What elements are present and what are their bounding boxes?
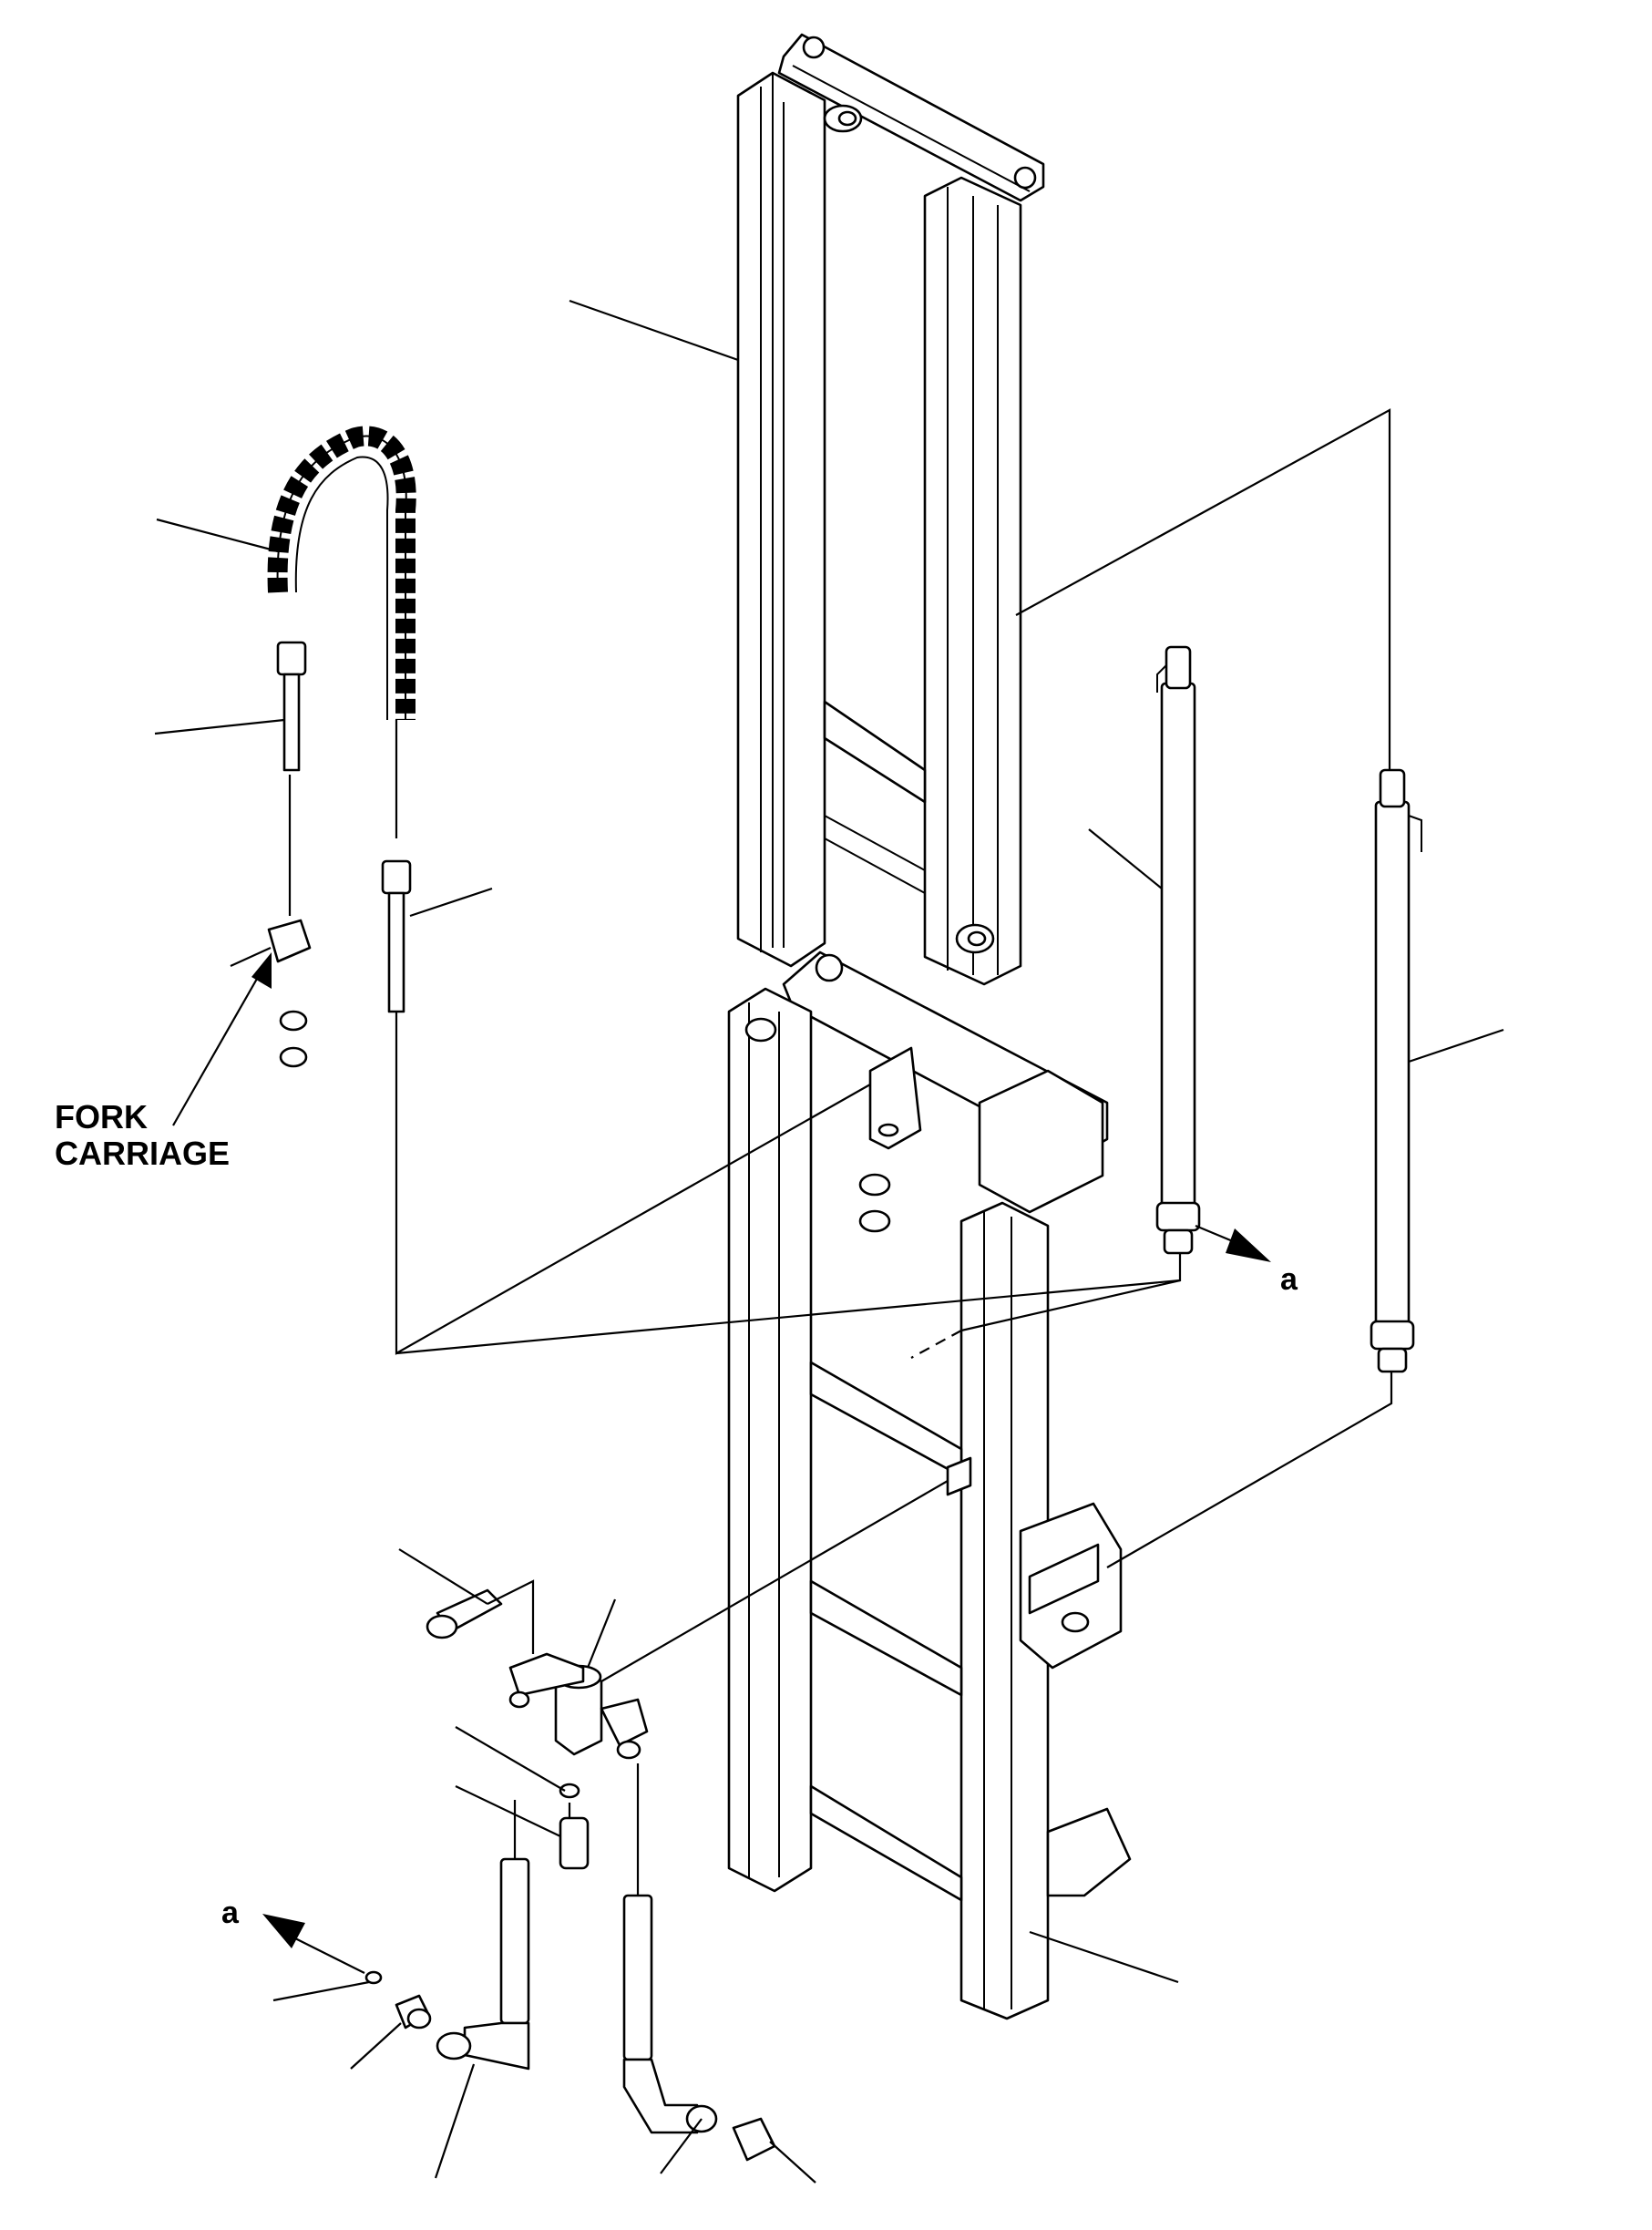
nut-icon <box>858 1209 891 1233</box>
fork-carriage-line-1: FORK <box>55 1098 148 1136</box>
fork-carriage-label: FORK CARRIAGE <box>55 1098 230 1172</box>
chain-anchor-bolt-left <box>276 641 307 772</box>
arrow-icon <box>262 1914 305 1948</box>
bolt-icon <box>282 673 301 772</box>
reference-a-left: a <box>221 1896 240 1930</box>
hose-icon <box>499 1857 530 2025</box>
reference-a-right: a <box>1280 1262 1298 1297</box>
chain-anchor-bolt-right <box>381 859 412 1013</box>
nut-icon <box>279 1010 308 1032</box>
lift-chain <box>267 426 416 720</box>
fork-carriage-line-2: CARRIAGE <box>55 1135 230 1172</box>
lift-cylinder-left <box>1155 645 1201 1255</box>
center-nuts <box>858 1173 891 1233</box>
bolt-icon <box>387 891 405 1013</box>
hydraulic-assembly <box>364 1588 776 2162</box>
hose-icon <box>622 1894 653 2061</box>
arrow-icon <box>251 952 272 989</box>
fork-carriage-anchor <box>267 919 312 1068</box>
arrow-icon <box>1226 1228 1271 1262</box>
nut-icon <box>858 1173 891 1197</box>
arrowheads <box>251 952 1271 1948</box>
inner-mast <box>736 33 1045 986</box>
lift-cylinder-right <box>1370 768 1422 1373</box>
leader-lines <box>154 299 1504 2184</box>
outer-mast <box>727 951 1132 2020</box>
nut-icon <box>279 1046 308 1068</box>
